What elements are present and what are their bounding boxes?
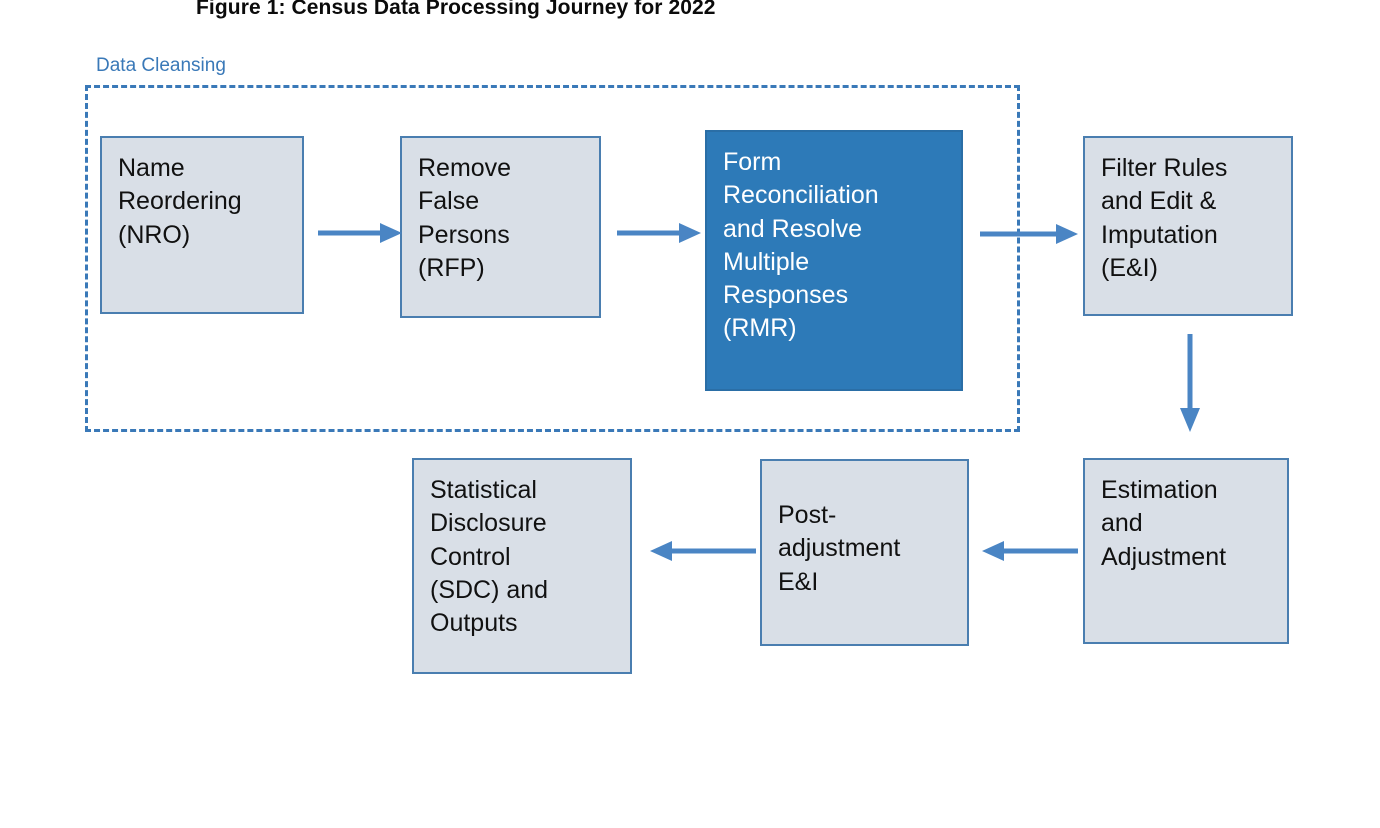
node-filter-rules-edit-imputation[interactable]: Filter Rules and Edit & Imputation (E&I) <box>1083 136 1293 316</box>
group-label-data-cleansing: Data Cleansing <box>96 55 226 76</box>
node-statistical-disclosure-control[interactable]: Statistical Disclosure Control (SDC) and… <box>412 458 632 674</box>
data-cleansing-group-boundary <box>85 85 1020 432</box>
node-label: Post- adjustment E&I <box>778 501 901 596</box>
node-label: Form Reconciliation and Resolve Multiple… <box>723 148 879 343</box>
arrow-estimation-to-post-adjustment <box>980 536 1080 566</box>
node-remove-false-persons[interactable]: Remove False Persons (RFP) <box>400 136 601 318</box>
node-post-adjustment-ei[interactable]: Post- adjustment E&I <box>760 459 969 646</box>
arrow-filter-rules-to-estimation <box>1174 334 1206 434</box>
figure-title: Figure 1: Census Data Processing Journey… <box>196 0 716 19</box>
node-label: Estimation and Adjustment <box>1101 476 1227 571</box>
node-name-reordering[interactable]: Name Reordering (NRO) <box>100 136 304 314</box>
node-label: Name Reordering (NRO) <box>118 154 242 249</box>
node-label: Filter Rules and Edit & Imputation (E&I) <box>1101 154 1228 282</box>
node-form-reconciliation-rmr[interactable]: Form Reconciliation and Resolve Multiple… <box>705 130 963 391</box>
node-estimation-and-adjustment[interactable]: Estimation and Adjustment <box>1083 458 1289 644</box>
node-label: Remove False Persons (RFP) <box>418 154 512 282</box>
arrow-rmr-to-filter-rules <box>980 219 1080 249</box>
arrow-nro-to-rfp <box>318 218 404 248</box>
node-label: Statistical Disclosure Control (SDC) and… <box>430 476 549 637</box>
arrow-post-adjustment-to-sdc <box>648 536 758 566</box>
arrow-rfp-to-rmr <box>617 218 703 248</box>
